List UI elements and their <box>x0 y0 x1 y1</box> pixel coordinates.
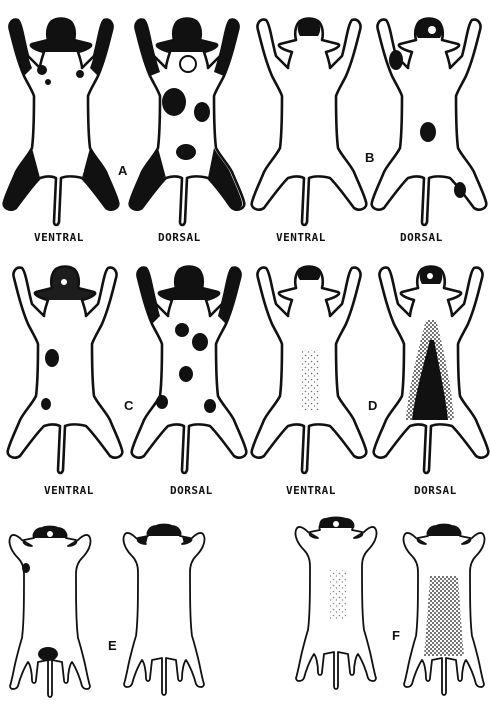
panel-a-dorsal-pelt <box>130 19 245 226</box>
label-b-dorsal: DORSAL <box>400 231 443 244</box>
panel-letter-e: E <box>108 638 117 653</box>
panel-f-ventral-pelt <box>295 517 376 690</box>
label-a-dorsal: DORSAL <box>158 231 201 244</box>
panel-letter-c: C <box>124 398 134 413</box>
panel-d-dorsal-pelt <box>374 267 489 474</box>
panel-letter-b: B <box>365 150 374 165</box>
panel-letter-a: A <box>118 163 128 178</box>
label-c-dorsal: DORSAL <box>170 484 213 497</box>
label-a-ventral: VENTRAL <box>34 231 84 244</box>
panel-e-ventral-pelt <box>9 527 90 698</box>
panel-letter-d: D <box>368 398 377 413</box>
label-b-ventral: VENTRAL <box>276 231 326 244</box>
panel-c-dorsal-pelt <box>132 267 247 474</box>
label-d-ventral: VENTRAL <box>286 484 336 497</box>
panel-f-dorsal-pelt <box>403 525 484 696</box>
panel-b-ventral-pelt <box>252 19 367 226</box>
panel-letter-f: F <box>392 628 400 643</box>
panel-a-ventral-pelt <box>4 19 119 226</box>
panel-b-dorsal-pelt <box>372 19 487 226</box>
panel-e-dorsal-pelt <box>123 525 204 696</box>
label-d-dorsal: DORSAL <box>414 484 457 497</box>
panel-c-ventral-pelt <box>8 267 123 474</box>
label-c-ventral: VENTRAL <box>44 484 94 497</box>
panel-d-ventral-pelt <box>252 267 367 474</box>
